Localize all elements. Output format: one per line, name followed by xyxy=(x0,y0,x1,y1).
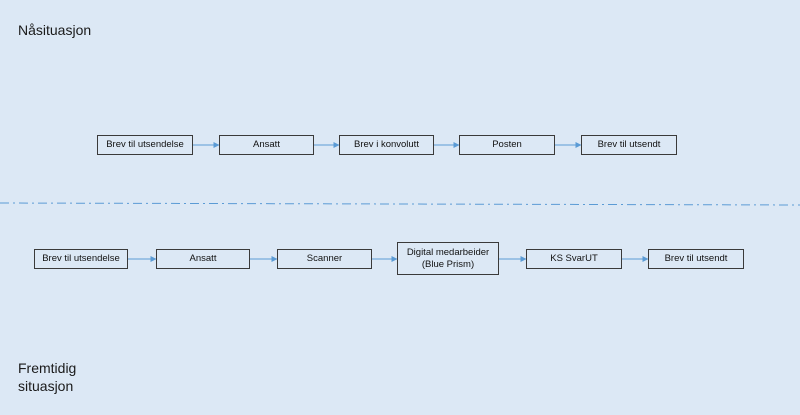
current-step-3: Brev i konvolutt xyxy=(339,135,434,155)
current-situation-label: Nåsituasjon xyxy=(18,22,92,38)
future-step-2: Ansatt xyxy=(156,249,250,269)
current-step-5: Brev til utsendt xyxy=(581,135,677,155)
future-step-1: Brev til utsendelse xyxy=(34,249,128,269)
future-situation-label: Fremtidig situasjon xyxy=(18,360,77,394)
future-step-6: Brev til utsendt xyxy=(648,249,744,269)
future-step-4: Digital medarbeider (Blue Prism) xyxy=(397,242,499,275)
current-step-2: Ansatt xyxy=(219,135,314,155)
future-step-5: KS SvarUT xyxy=(526,249,622,269)
current-step-1: Brev til utsendelse xyxy=(97,135,193,155)
current-step-4: Posten xyxy=(459,135,555,155)
future-step-3: Scanner xyxy=(277,249,372,269)
section-divider xyxy=(0,202,800,206)
